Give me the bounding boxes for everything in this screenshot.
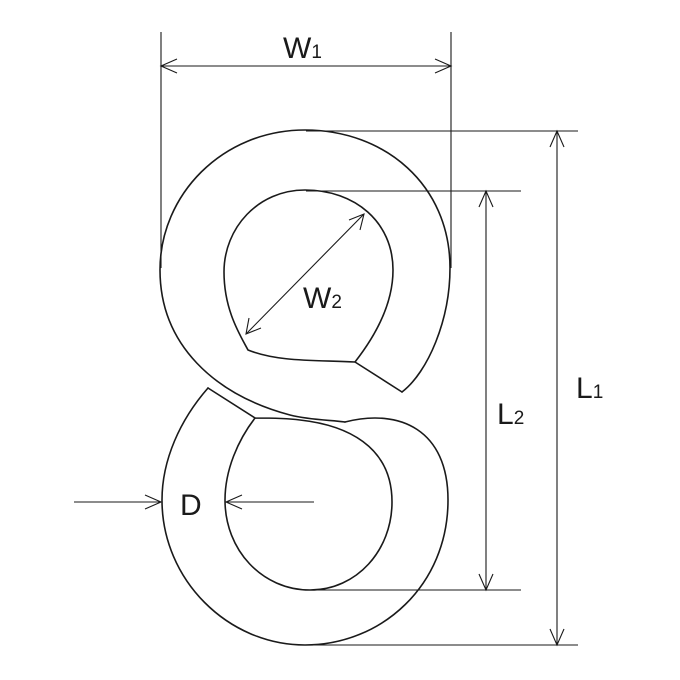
w1-arrow-right [434, 58, 453, 74]
d-arrow-left [144, 494, 163, 510]
l1-arrow-top [549, 129, 565, 148]
l2-label: L2 [497, 398, 524, 431]
d-label: D [180, 489, 202, 522]
w1-arrow-left [159, 58, 178, 74]
upper-outer-arc [159, 129, 451, 423]
w1-label: W1 [283, 32, 322, 65]
w2-arrow-upper [348, 213, 365, 231]
lower-inner-arc [224, 417, 393, 591]
l1-arrow-bottom [549, 628, 565, 647]
dimension-l1: L1 [306, 129, 603, 647]
upper-hook-tip [354, 361, 403, 393]
w2-arrow-lower [245, 317, 262, 335]
s-hook-shape [159, 129, 451, 646]
d-arrow-right [224, 494, 243, 510]
l2-arrow-top [478, 189, 494, 208]
l1-label: L1 [576, 372, 603, 405]
dimension-w2: W2 [245, 213, 365, 335]
dimension-l2: L2 [306, 189, 524, 592]
w2-dimension-line [245, 213, 365, 335]
upper-inner-arc [223, 189, 394, 363]
dimension-d: D [74, 489, 314, 522]
lower-outer-arc [161, 387, 449, 646]
l2-arrow-bottom [478, 573, 494, 592]
w2-label: W2 [303, 282, 342, 315]
lower-hook-tip [207, 387, 256, 419]
dimension-w1: W1 [159, 32, 453, 268]
